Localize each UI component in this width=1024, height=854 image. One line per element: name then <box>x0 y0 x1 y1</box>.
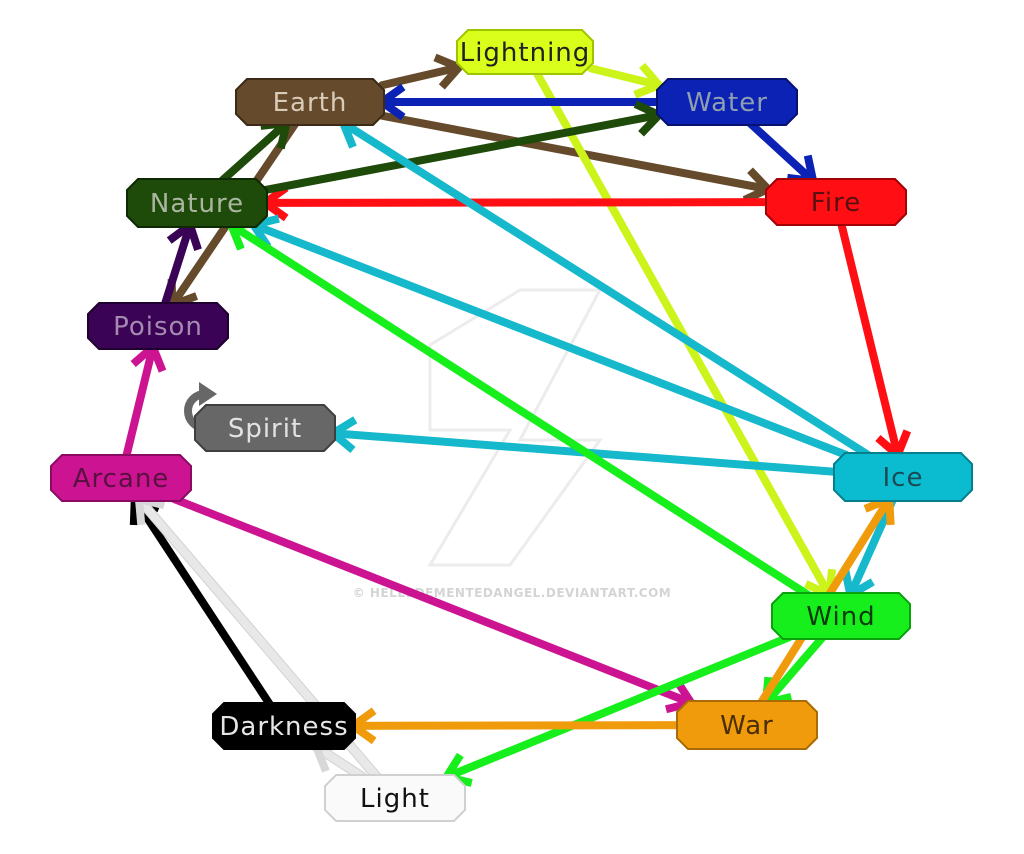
node-shape <box>87 302 229 350</box>
watermark-logo <box>427 288 603 567</box>
arrowhead <box>433 53 466 90</box>
node-shape <box>50 454 192 502</box>
node-water: Water <box>656 78 798 126</box>
edge-line <box>587 64 663 90</box>
node-shape <box>456 29 594 75</box>
edge-line <box>846 495 898 599</box>
edge-water-to-earth <box>375 83 663 121</box>
node-shape <box>194 404 336 452</box>
node-label: Ice <box>883 463 924 493</box>
node-lightning: Lightning <box>456 29 594 75</box>
node-shape <box>212 702 356 750</box>
edge-line <box>312 743 367 781</box>
node-spirit: Spirit <box>194 404 336 452</box>
node-fire: Fire <box>765 178 907 226</box>
node-shape <box>676 700 818 750</box>
node-ice: Ice <box>833 452 973 502</box>
edges <box>122 53 912 787</box>
node-label: Poison <box>113 312 203 342</box>
edge-line <box>261 198 772 207</box>
node-label: Water <box>686 88 768 118</box>
node-darkness: Darkness <box>212 702 356 750</box>
node-label: War <box>720 711 774 741</box>
edge-line <box>217 119 291 185</box>
node-wind: Wind <box>771 592 911 640</box>
node-label: Nature <box>150 189 244 219</box>
node-label: Lightning <box>460 38 591 68</box>
node-nature: Nature <box>126 178 268 228</box>
edge-line <box>249 221 851 459</box>
node-shape <box>656 78 798 126</box>
arrowhead <box>633 62 666 99</box>
watermark: © HELLSDEMENTEDANGEL.DEVIANTART.COM <box>353 288 671 600</box>
watermark-text: © HELLSDEMENTEDANGEL.DEVIANTART.COM <box>353 586 671 600</box>
node-shape <box>771 592 911 640</box>
edge-line <box>442 633 794 781</box>
edge-lightning-to-water <box>587 62 666 99</box>
node-war: War <box>676 700 818 750</box>
node-label: Darkness <box>219 712 348 742</box>
edge-line <box>160 221 195 309</box>
edge-line <box>837 219 902 459</box>
edge-water-to-fire <box>745 119 819 186</box>
edge-earth-to-lightning <box>378 53 466 90</box>
edge-line <box>349 721 683 730</box>
node-earth: Earth <box>235 78 385 126</box>
edge-line <box>339 119 873 459</box>
self-loop-arrowhead <box>199 382 217 406</box>
node-shape <box>324 774 466 822</box>
node-poison: Poison <box>87 302 229 350</box>
edge-line <box>378 63 463 90</box>
node-label: Fire <box>811 188 861 218</box>
edge-arcane-to-poison <box>122 340 167 461</box>
node-shape <box>765 178 907 226</box>
edge-line <box>170 495 696 707</box>
edge-war-to-darkness <box>346 707 683 745</box>
edge-fire-to-ice <box>837 219 912 462</box>
node-label: Wind <box>806 602 875 632</box>
node-arcane: Arcane <box>50 454 192 502</box>
node-label: Earth <box>273 88 348 118</box>
node-label: Light <box>360 784 430 814</box>
edge-line <box>130 495 275 709</box>
edge-line <box>227 221 813 599</box>
edge-line <box>745 119 818 185</box>
edge-line <box>261 110 663 195</box>
node-label: Arcane <box>73 464 170 494</box>
edge-line <box>378 111 772 194</box>
node-shape <box>235 78 385 126</box>
node-shape <box>126 178 268 228</box>
edge-fire-to-nature <box>258 184 772 222</box>
edge-line <box>122 343 157 461</box>
node-shape <box>833 452 973 502</box>
edge-line <box>761 633 827 707</box>
node-label: Spirit <box>228 414 302 444</box>
node-light: Light <box>324 774 466 822</box>
